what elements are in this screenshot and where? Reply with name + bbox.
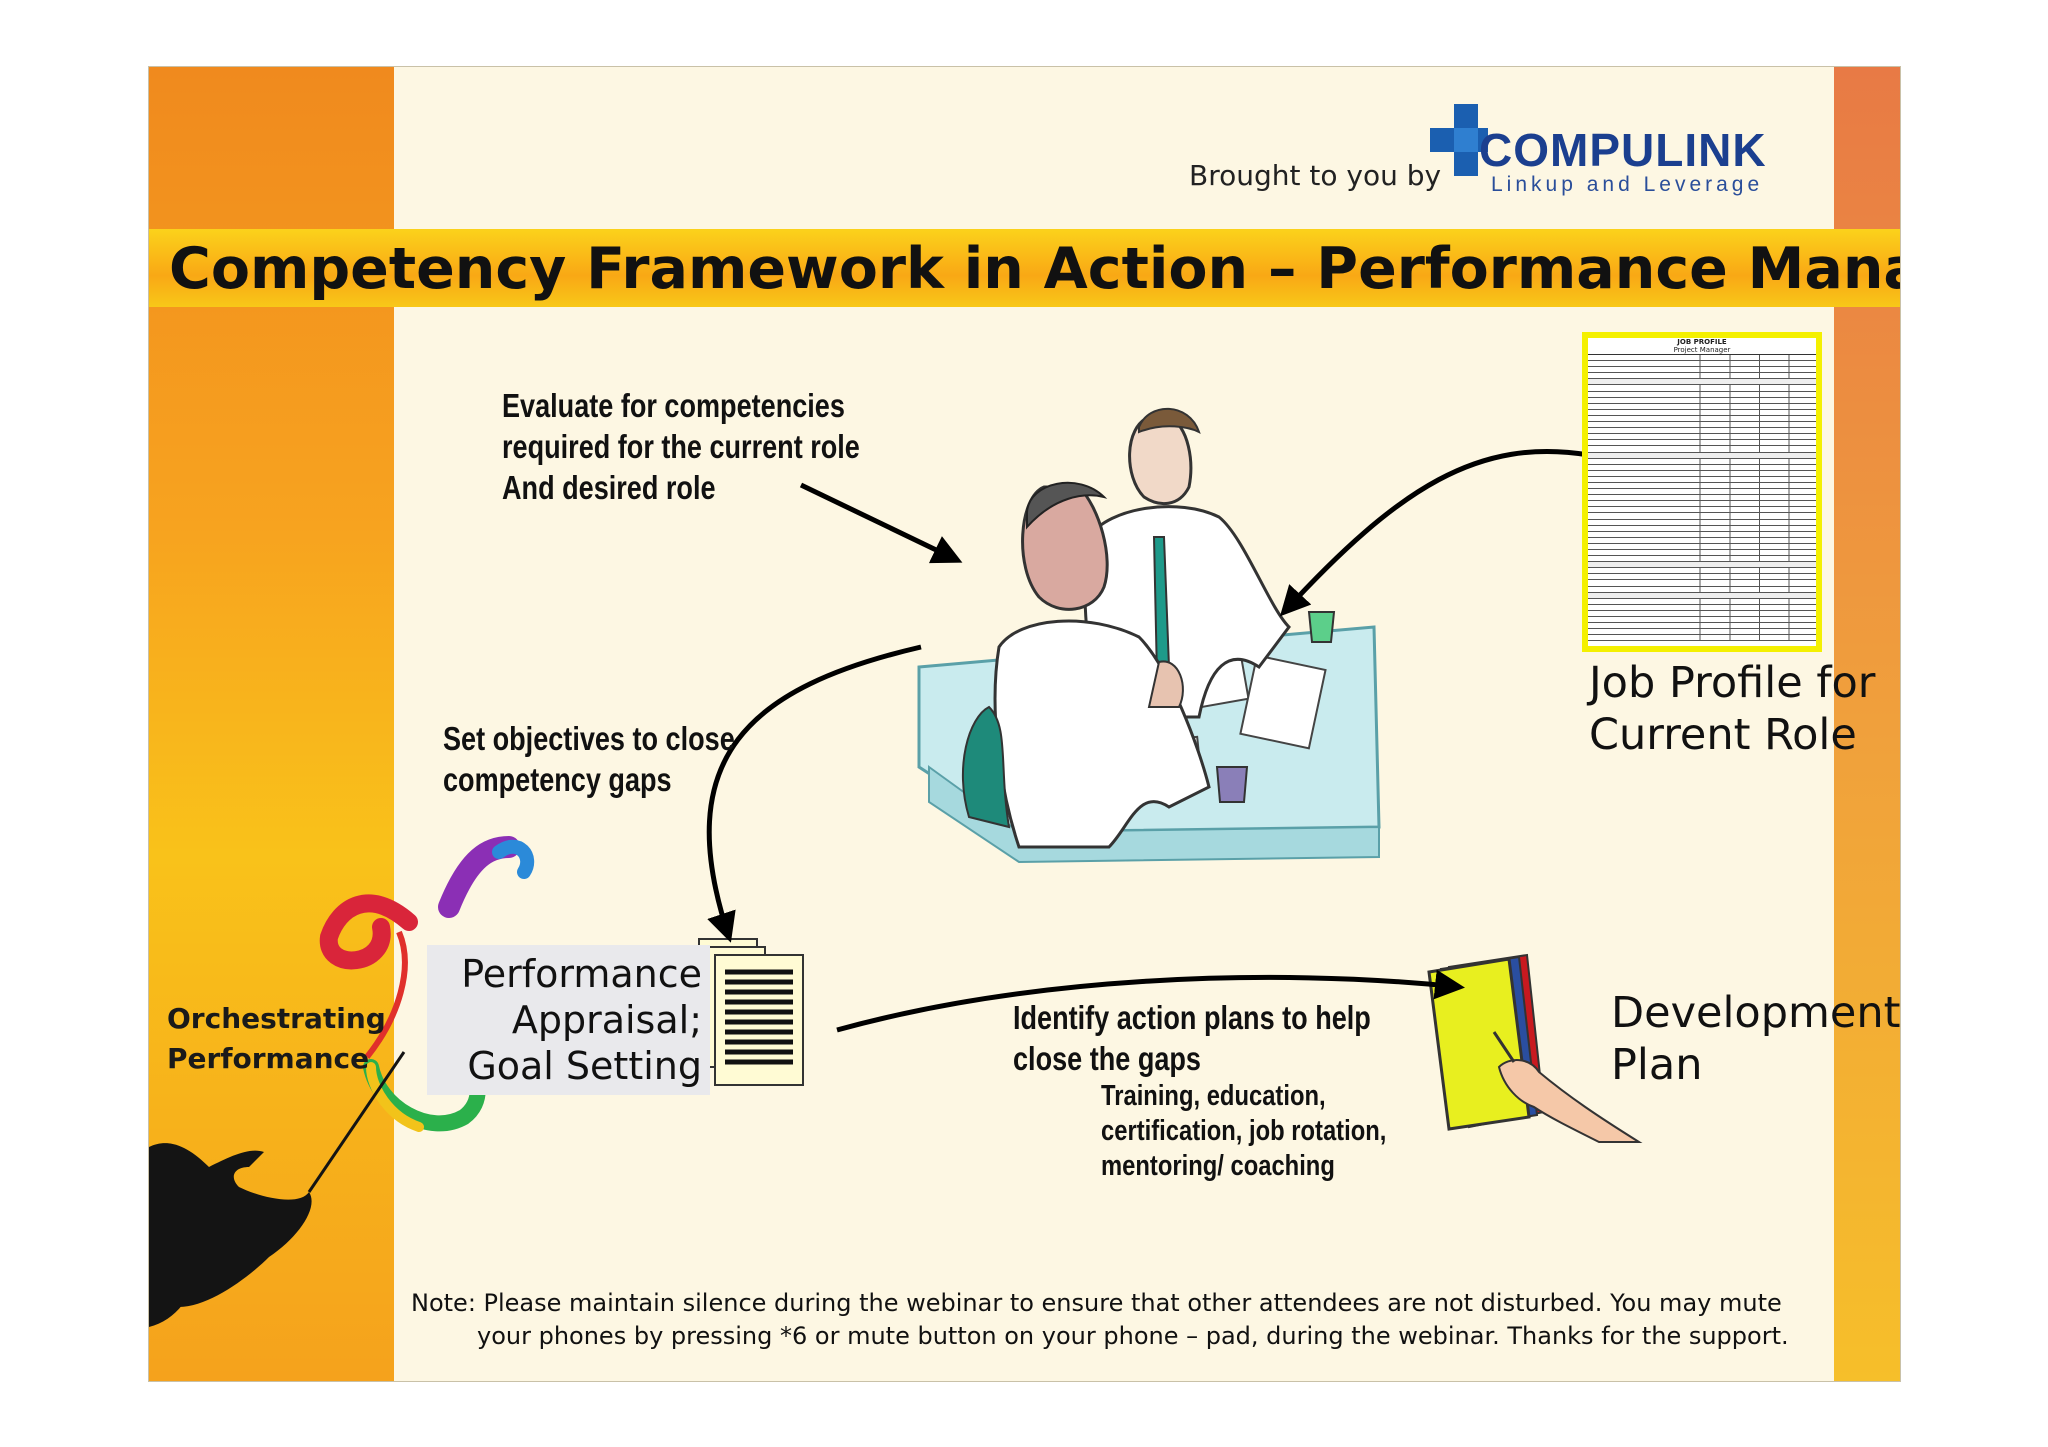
process-arrows [706, 449, 1590, 1033]
evaluate-line-3: And desired role [502, 469, 716, 506]
job-profile-caption: Job Profile for Current Role [1589, 657, 1875, 761]
ribbon-swirl-icon [319, 836, 535, 1132]
conductor-silhouette-icon [149, 1051, 406, 1327]
webinar-note-line-2: your phones by pressing *6 or mute butto… [477, 1322, 1789, 1350]
brought-by-text: Brought to you by [1189, 159, 1442, 192]
identify-line-2: close the gaps [1013, 1040, 1201, 1077]
job-profile-form-title: JOB PROFILE [1677, 338, 1727, 346]
title-band [149, 229, 1900, 307]
compulink-logo-tagline: Linkup and Leverage [1491, 173, 1764, 196]
job-profile-caption-line-2: Current Role [1589, 710, 1857, 760]
compulink-logo-icon [1430, 104, 1488, 176]
job-profile-form-rows [1588, 355, 1816, 642]
webinar-note: Note: Please maintain silence during the… [411, 1287, 1851, 1353]
appraisal-line-2: Appraisal; [511, 998, 702, 1042]
job-profile-form-subtitle: Project Manager [1588, 346, 1816, 355]
set-objectives-line-2: competency gaps [443, 761, 672, 798]
training-line-1: Training, education, [1101, 1080, 1326, 1112]
development-plan-line-1: Development [1611, 988, 1901, 1038]
identify-step-text: Identify action plans to help close the … [1013, 997, 1371, 1079]
training-options-text: Training, education, certification, job … [1101, 1079, 1386, 1184]
slide-title: Competency Framework in Action – Perform… [169, 236, 1900, 302]
job-profile-form-image: JOB PROFILE Project Manager [1582, 332, 1822, 652]
decorations-layer [149, 104, 1643, 1327]
slide: Brought to you by [148, 66, 1901, 1382]
set-objectives-line-1: Set objectives to close [443, 720, 735, 757]
evaluate-line-2: required for the current role [502, 428, 860, 465]
set-objectives-step-text: Set objectives to close competency gaps [443, 718, 735, 800]
job-profile-caption-line-1: Job Profile for [1589, 658, 1876, 708]
development-plan-caption: Development Plan [1611, 987, 1900, 1091]
evaluate-step-text: Evaluate for competencies required for t… [502, 385, 860, 508]
document-stack-icon [698, 938, 804, 1086]
orchestrating-line-2: Performance [167, 1042, 370, 1075]
people-meeting-illustration [917, 407, 1381, 864]
development-plan-folder-icon [1427, 953, 1643, 1143]
evaluate-line-1: Evaluate for competencies [502, 387, 845, 424]
training-line-2: certification, job rotation, [1101, 1115, 1387, 1147]
training-line-3: mentoring/ coaching [1101, 1150, 1335, 1182]
development-plan-line-2: Plan [1611, 1040, 1703, 1090]
performance-appraisal-box: Performance Appraisal; Goal Setting [427, 945, 710, 1095]
orchestrating-line-1: Orchestrating [167, 1002, 386, 1035]
compulink-logo-name: COMPULINK [1479, 124, 1767, 176]
webinar-note-line-1: Note: Please maintain silence during the… [411, 1289, 1782, 1317]
performance-appraisal-text: Performance Appraisal; Goal Setting [461, 951, 702, 1089]
orchestrating-performance-label: Orchestrating Performance [167, 999, 386, 1079]
appraisal-line-3: Goal Setting [467, 1044, 702, 1088]
appraisal-line-1: Performance [461, 952, 702, 996]
identify-line-1: Identify action plans to help [1013, 999, 1371, 1036]
